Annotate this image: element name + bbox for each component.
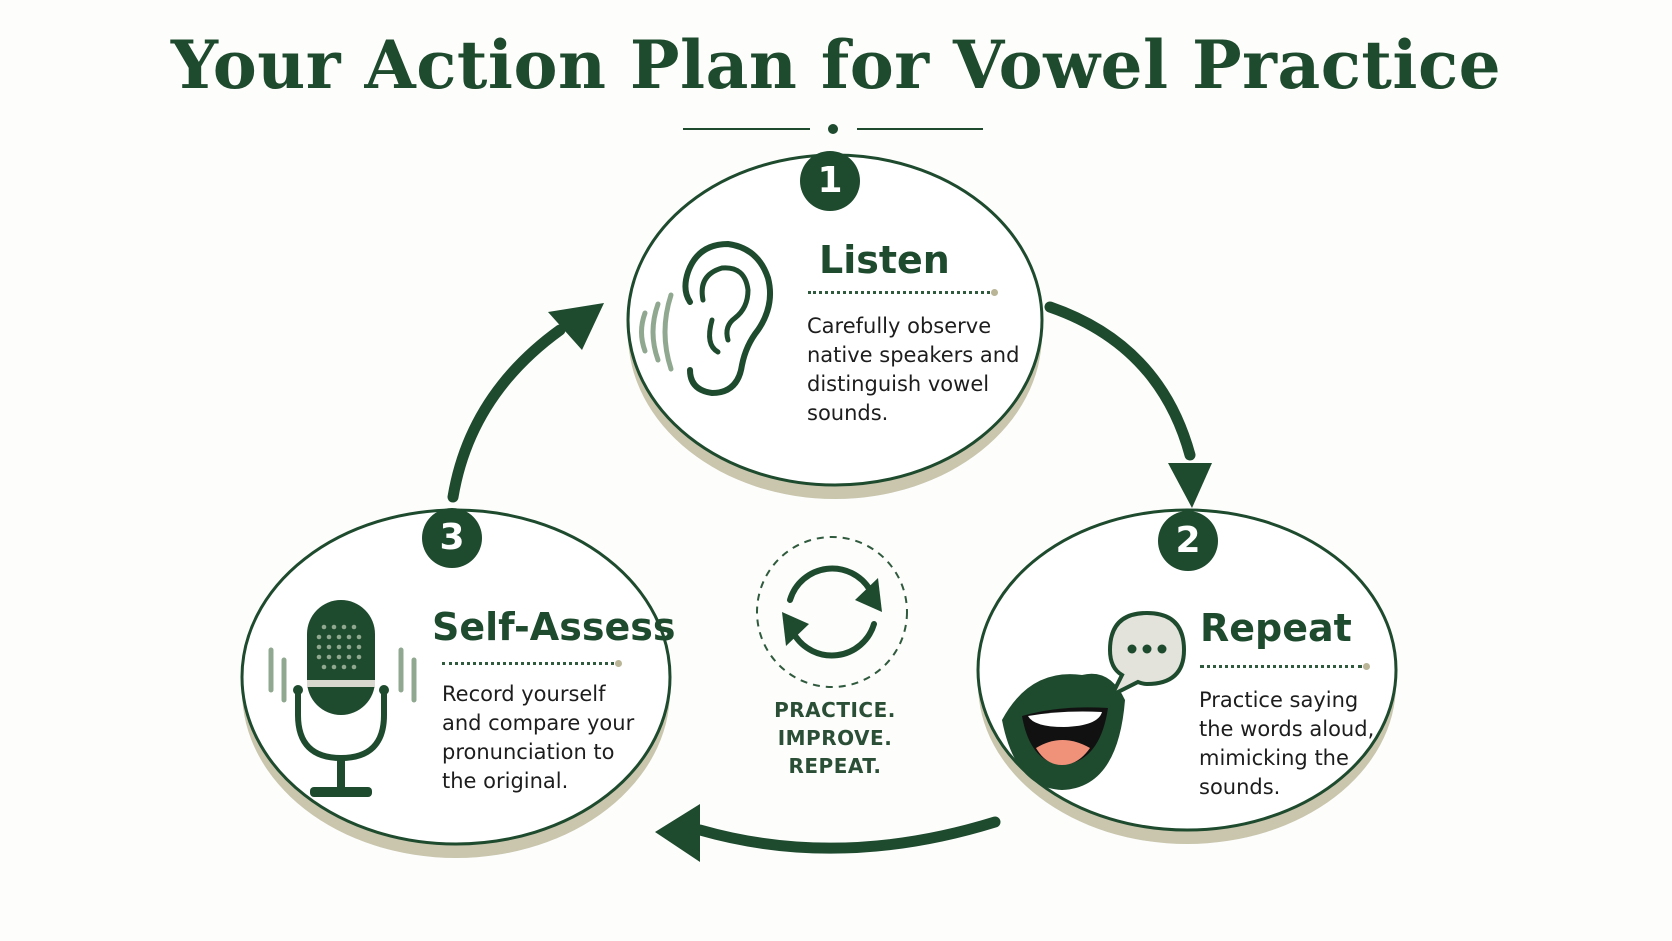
cycle-arrows bbox=[447, 301, 1196, 854]
microphone-icon bbox=[268, 600, 417, 797]
arrow-listen-to-repeat bbox=[1044, 301, 1196, 461]
center-motto-repeat: REPEAT. bbox=[788, 754, 882, 778]
step-description-selfassess: Record yourself and compare your pronunc… bbox=[442, 682, 635, 793]
arrowhead-up-right bbox=[548, 303, 604, 350]
step-title-selfassess: Self-Assess bbox=[432, 605, 676, 649]
arrow-selfassess-to-listen bbox=[447, 324, 566, 503]
arrowheads bbox=[548, 303, 1212, 862]
step-description-repeat: Practice saying the words aloud, mimicki… bbox=[1199, 688, 1375, 799]
step-title-repeat: Repeat bbox=[1200, 606, 1352, 650]
center-motto-improve: IMPROVE. bbox=[777, 726, 893, 750]
ear-icon bbox=[639, 240, 773, 397]
step-description-listen: Carefully observe native speakers and di… bbox=[807, 314, 1020, 425]
speaking-mouth-icon bbox=[1002, 610, 1187, 790]
step-number-badge-2: 2 bbox=[1158, 511, 1218, 571]
arrowhead-down-right bbox=[1168, 463, 1212, 508]
arrow-repeat-to-selfassess bbox=[694, 816, 1001, 854]
step-number-badge-1: 1 bbox=[800, 151, 860, 211]
page-title: Your Action Plan for Vowel Practice bbox=[170, 26, 1502, 104]
step-title-listen: Listen bbox=[819, 238, 950, 282]
step-number-badge-3: 3 bbox=[422, 508, 482, 568]
arrowhead-left bbox=[655, 804, 700, 862]
step-divider-selfassess bbox=[442, 660, 622, 667]
step-divider-listen bbox=[808, 289, 998, 296]
center-motto-practice: PRACTICE. bbox=[774, 698, 896, 722]
step-disc-listen bbox=[626, 153, 1044, 499]
step-divider-repeat bbox=[1200, 663, 1370, 670]
title-divider bbox=[683, 124, 983, 134]
speech-bubble-icon bbox=[1107, 610, 1187, 700]
refresh-cycle-icon bbox=[756, 536, 908, 688]
